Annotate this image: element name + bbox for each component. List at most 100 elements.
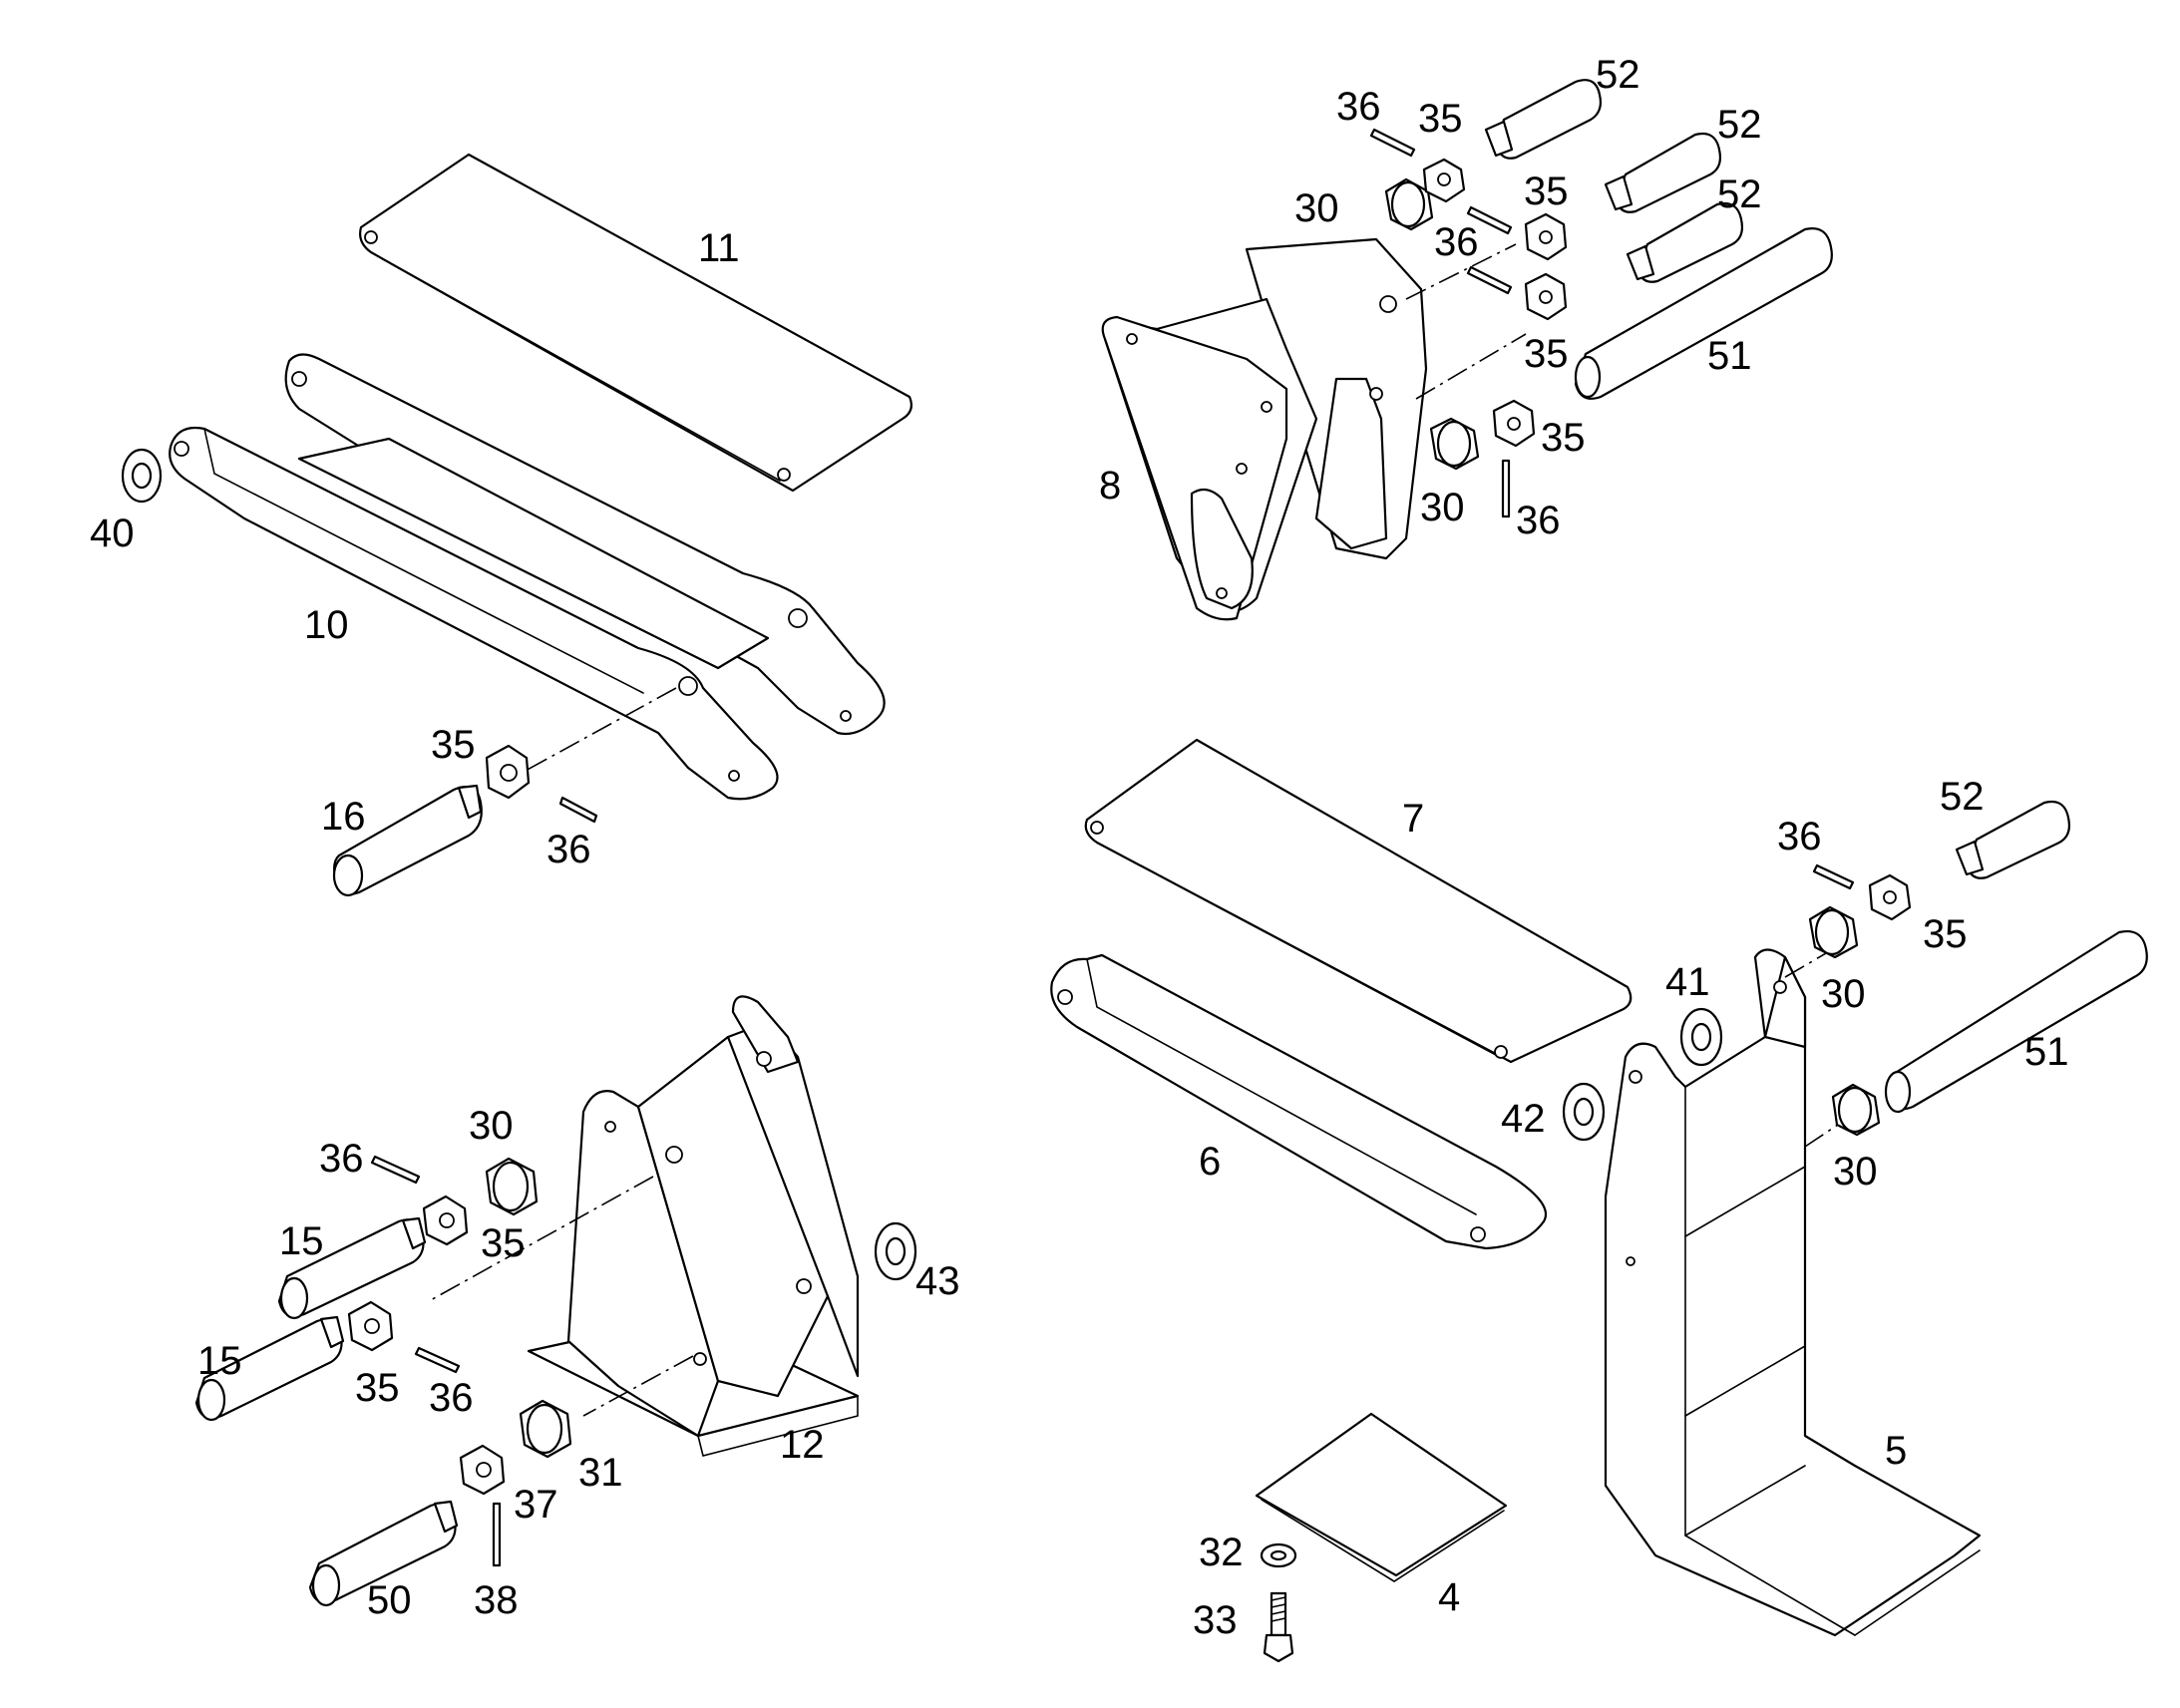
part-36-cotter-pin-c [1466, 205, 1513, 235]
label-35-f: 35 [1923, 912, 1968, 956]
axis-line-10 [503, 687, 677, 784]
label-5: 5 [1885, 1429, 1907, 1473]
label-6: 6 [1199, 1140, 1221, 1184]
part-16-pin [332, 784, 483, 897]
label-35-g: 35 [481, 1221, 526, 1265]
label-51-b: 51 [2024, 1030, 2069, 1074]
part-15-pin-a [277, 1216, 427, 1320]
part-6-arm [1050, 953, 1548, 1250]
axis-line-12b [582, 1355, 694, 1417]
part-36-cotter-pin-e [1501, 459, 1511, 518]
label-52-a: 52 [1596, 53, 1640, 97]
axis-line-8b [1415, 333, 1527, 400]
part-30-bushing-d [1831, 1083, 1881, 1137]
label-30-d: 30 [1833, 1150, 1878, 1194]
label-40: 40 [90, 512, 135, 555]
label-32: 32 [1199, 1531, 1244, 1574]
part-30-bushing-a [1384, 177, 1434, 231]
label-35-d: 35 [1524, 332, 1569, 376]
label-15-a: 15 [279, 1219, 324, 1263]
part-15-pin-b [194, 1315, 345, 1422]
part-8-bracket [1101, 237, 1428, 621]
label-30-c: 30 [1821, 972, 1866, 1016]
part-41-washer [1679, 1007, 1723, 1067]
part-35-castle-nut-g [422, 1195, 469, 1246]
label-35-e: 35 [1541, 416, 1586, 460]
part-35-castle-nut-e [1492, 399, 1536, 448]
part-36-cotter-pin-g [370, 1155, 421, 1185]
label-51-a: 51 [1707, 334, 1752, 378]
label-31: 31 [578, 1451, 623, 1495]
label-36-b: 36 [1336, 85, 1381, 129]
part-51-long-pin-b [1884, 930, 2148, 1114]
label-36-c: 36 [1434, 220, 1479, 264]
label-36-f: 36 [319, 1137, 364, 1181]
label-52-c: 52 [1717, 172, 1762, 216]
part-33-bolt [1263, 1591, 1294, 1663]
label-10: 10 [304, 603, 349, 647]
part-36-cotter-pin-h [414, 1346, 461, 1374]
label-43: 43 [915, 1259, 960, 1303]
label-36-d: 36 [1516, 499, 1561, 542]
part-50-pin [308, 1500, 459, 1607]
part-30-bushing-c [1808, 905, 1859, 959]
part-7-link-plate [1084, 738, 1633, 1064]
label-8: 8 [1099, 464, 1121, 508]
label-7: 7 [1402, 797, 1424, 841]
label-11: 11 [698, 226, 740, 270]
part-31-bushing [519, 1399, 572, 1459]
part-5-l-frame [1604, 948, 1982, 1637]
label-16: 16 [321, 795, 366, 839]
label-35-c: 35 [1524, 170, 1569, 213]
part-35-castle-nut-c [1524, 212, 1568, 261]
label-50: 50 [367, 1578, 412, 1622]
part-42-washer [1562, 1082, 1606, 1142]
axis-line-8a [1405, 243, 1517, 300]
part-52-pin-b [1604, 132, 1722, 213]
part-35-castle-nut-a [485, 744, 531, 800]
part-43-washer [874, 1221, 917, 1281]
part-36-cotter-pin-f [1812, 863, 1855, 890]
label-36-a: 36 [546, 828, 591, 871]
part-40-washer [121, 448, 163, 504]
part-10-double-arm [169, 353, 886, 801]
label-35-a: 35 [431, 723, 476, 767]
part-52-pin-d [1955, 800, 2071, 879]
part-36-cotter-pin-d [1466, 265, 1513, 295]
label-38: 38 [474, 1578, 519, 1622]
label-37: 37 [514, 1483, 558, 1527]
part-38-cotter-pin [492, 1502, 502, 1567]
label-33: 33 [1193, 1598, 1238, 1642]
label-41: 41 [1665, 960, 1710, 1004]
part-52-pin-c [1626, 201, 1744, 283]
label-30-a: 30 [1294, 186, 1339, 230]
part-36-cotter-pin-a [558, 796, 598, 824]
part-51-long-pin-a [1574, 227, 1833, 400]
part-35-castle-nut-h [347, 1300, 394, 1352]
axis-line-12a [428, 1176, 654, 1302]
label-52-d: 52 [1940, 775, 1985, 819]
label-52-b: 52 [1717, 103, 1762, 147]
label-42: 42 [1501, 1097, 1546, 1141]
part-30-bushing-e [485, 1157, 539, 1216]
part-52-pin-a [1484, 79, 1603, 160]
part-32-washer [1260, 1542, 1297, 1568]
label-35-h: 35 [355, 1366, 400, 1410]
label-36-g: 36 [429, 1376, 474, 1420]
label-4: 4 [1438, 1575, 1460, 1619]
part-37-castle-nut [459, 1444, 506, 1496]
part-12-base-bracket [527, 995, 860, 1457]
part-35-castle-nut-f [1868, 873, 1912, 921]
label-15-b: 15 [197, 1339, 242, 1383]
label-35-b: 35 [1418, 97, 1463, 141]
part-35-castle-nut-b [1422, 158, 1466, 203]
label-36-e: 36 [1777, 815, 1822, 858]
part-11-link-plate [359, 153, 912, 493]
label-30-e: 30 [469, 1104, 514, 1148]
label-30-b: 30 [1420, 486, 1465, 529]
part-36-cotter-pin-b [1369, 128, 1416, 158]
part-30-bushing-b [1429, 417, 1480, 471]
part-35-castle-nut-d [1524, 272, 1568, 321]
part-4-plate [1255, 1412, 1508, 1582]
